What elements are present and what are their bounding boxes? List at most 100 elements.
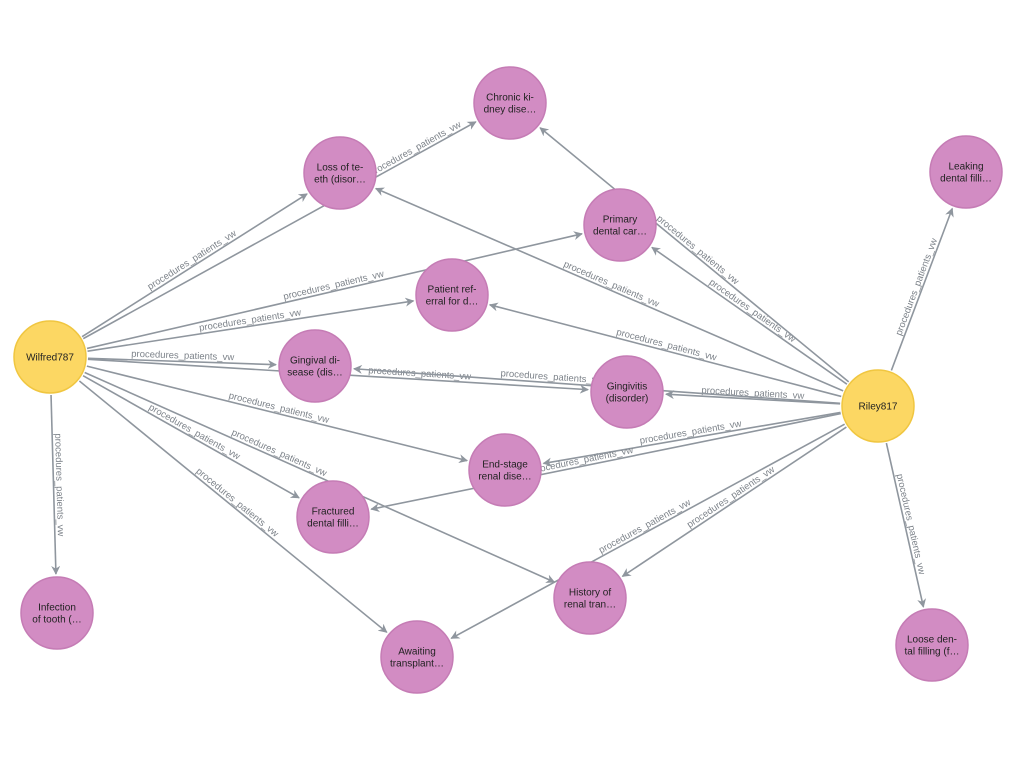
node-label: eth (disor… [314, 175, 366, 186]
relationship-riley-ckd[interactable]: procedures_patients_vw [539, 127, 850, 383]
node-loss[interactable]: Loss of te-eth (disor… [303, 136, 377, 210]
node-label: dental car… [593, 227, 647, 238]
node-label: Fractured [312, 507, 355, 518]
node-awaiting[interactable]: Awaitingtransplant… [380, 620, 454, 694]
relationship-label: procedures_patients_vw [230, 427, 329, 479]
relationship-line [539, 127, 850, 383]
relationship-label: procedures_patients_vw [894, 237, 941, 337]
relationship-label: procedures_patients_vw [194, 466, 281, 540]
relationship-riley-history[interactable]: procedures_patients_vw [621, 426, 847, 578]
relationship-line [86, 365, 469, 464]
node-label: Primary [603, 215, 637, 226]
edges-layer: procedures_patients_vwprocedures_patient… [50, 119, 954, 640]
node-circle [553, 561, 627, 635]
relationship-line [621, 426, 847, 578]
node-label: renal tran… [564, 600, 616, 611]
relationship-line [370, 412, 841, 513]
relationship-line [665, 390, 841, 405]
relationship-label: procedures_patients_vw [147, 402, 242, 462]
relationship-label: procedures_patients_vw [707, 277, 798, 345]
node-referral[interactable]: Patient ref-erral for d… [415, 258, 489, 332]
relationship-wilfred-infection[interactable]: procedures_patients_vw [50, 394, 66, 575]
relationship-riley-primary[interactable]: procedures_patients_vw [651, 246, 848, 385]
node-circle [20, 576, 94, 650]
relationship-label: procedures_patients_vw [531, 445, 634, 476]
relationship-label: procedures_patients_vw [562, 259, 661, 310]
node-label: Infection [38, 603, 76, 614]
node-loose[interactable]: Loose den-tal filling (f… [895, 608, 969, 682]
node-circle [415, 258, 489, 332]
node-label: Wilfred787 [26, 353, 74, 364]
relationship-line [488, 302, 842, 398]
relationship-wilfred-gingival[interactable]: procedures_patients_vw [87, 349, 277, 369]
node-label: Patient ref- [428, 285, 477, 296]
relationship-line [84, 371, 556, 583]
node-label: Leaking [948, 162, 983, 173]
relationship-label: procedures_patients_vw [52, 433, 66, 536]
relationship-label: procedures_patients_vw [131, 349, 234, 363]
relationship-label: procedures_patients_vw [282, 269, 385, 303]
node-label: erral for d… [426, 297, 479, 308]
relationship-wilfred-primary[interactable]: procedures_patients_vw [86, 231, 583, 350]
relationship-line [78, 380, 388, 633]
node-label: (disorder) [606, 394, 649, 405]
node-label: dental filli… [940, 174, 992, 185]
node-circle [590, 355, 664, 429]
relationship-line [885, 442, 927, 608]
node-circle [895, 608, 969, 682]
node-label: tal filling (f… [904, 647, 959, 658]
relationship-riley-loose[interactable]: procedures_patients_vw [885, 442, 927, 608]
relationship-line [86, 231, 583, 350]
node-circle [278, 329, 352, 403]
relationship-riley-fractured[interactable]: procedures_patients_vw [370, 412, 841, 513]
node-wilfred[interactable]: Wilfred787 [13, 320, 87, 394]
node-label: Gingivitis [607, 382, 648, 393]
relationship-label: procedures_patients_vw [368, 119, 464, 178]
node-label: of tooth (… [32, 615, 81, 626]
relationship-line [450, 423, 846, 640]
relationship-line [374, 187, 844, 392]
relationship-wilfred-fractured[interactable]: procedures_patients_vw [82, 375, 300, 499]
node-circle [583, 188, 657, 262]
relationship-line [81, 193, 308, 338]
relationship-label: procedures_patients_vw [500, 368, 604, 386]
node-label: End-stage [482, 460, 528, 471]
node-label: sease (dis… [287, 368, 343, 379]
node-gingivitis[interactable]: Gingivitis(disorder) [590, 355, 664, 429]
node-label: dney dise… [484, 105, 537, 116]
node-gingival[interactable]: Gingival di-sease (dis… [278, 329, 352, 403]
relationship-line [82, 375, 300, 499]
relationship-line [651, 246, 848, 385]
node-circle [13, 320, 87, 394]
relationship-label: procedures_patients_vw [654, 213, 741, 287]
node-riley[interactable]: Riley817 [841, 369, 915, 443]
node-label: Chronic ki- [486, 93, 534, 104]
node-label: Gingival di- [290, 356, 340, 367]
node-circle [468, 433, 542, 507]
relationship-riley-gingivitis[interactable]: procedures_patients_vw [665, 385, 841, 405]
node-circle [929, 135, 1003, 209]
node-label: Loose den- [907, 635, 957, 646]
node-circle [841, 369, 915, 443]
relationship-line [890, 207, 954, 371]
relationship-riley-leaking[interactable]: procedures_patients_vw [890, 207, 954, 371]
node-label: Loss of te- [317, 163, 364, 174]
node-ckd[interactable]: Chronic ki-dney dise… [473, 66, 547, 140]
node-circle [473, 66, 547, 140]
relationship-label: procedures_patients_vw [894, 473, 927, 576]
node-label: History of [569, 588, 611, 599]
relationship-line [542, 411, 841, 467]
node-label: Riley817 [859, 402, 898, 413]
node-label: Awaiting [398, 647, 436, 658]
relationship-line [87, 357, 277, 369]
node-label: dental filli… [307, 519, 359, 530]
relationship-line [82, 121, 477, 340]
